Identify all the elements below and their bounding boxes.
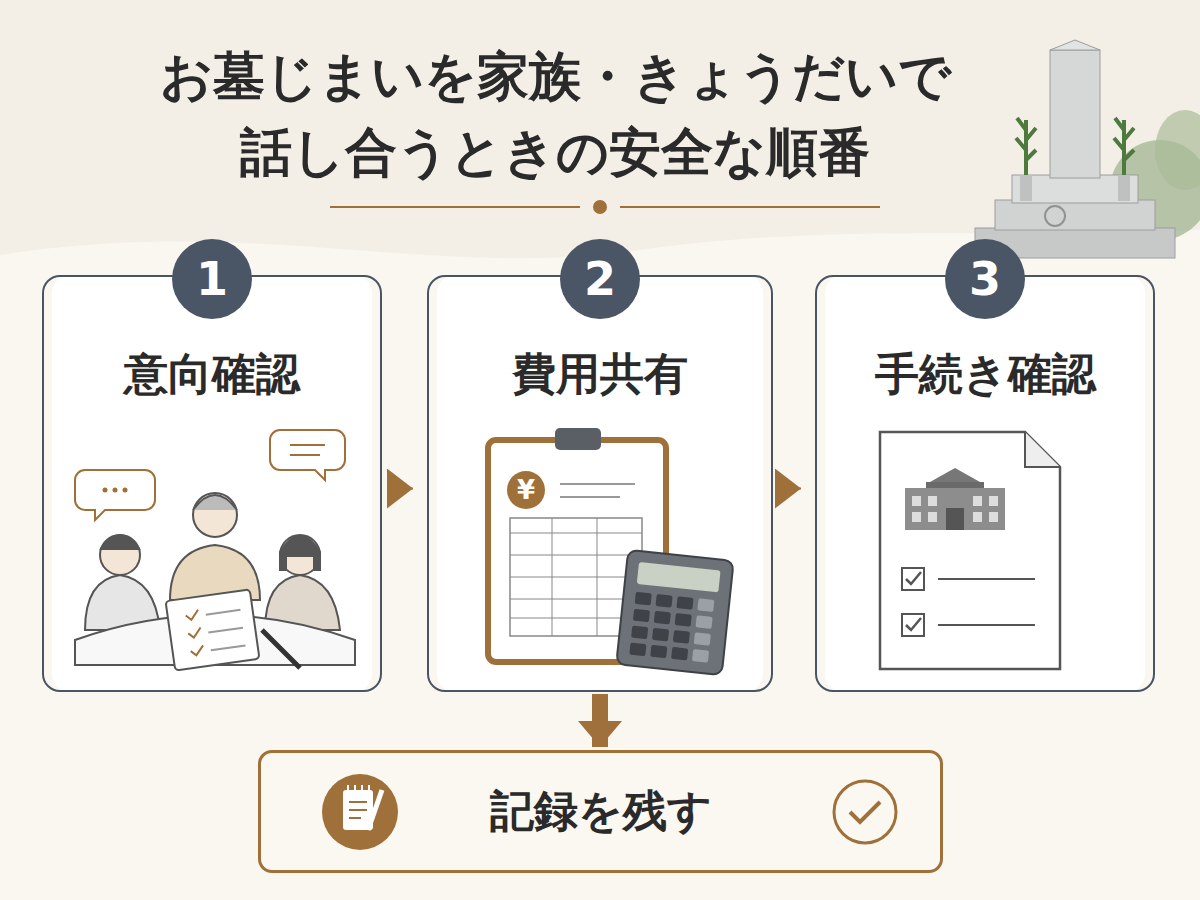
diagram-title: お墓じまいを家族・きょうだいで 話し合うときの安全な順番 [135, 38, 975, 190]
step-heading: 費用共有 [429, 277, 771, 404]
flow-arrow [592, 694, 608, 747]
step-box: 1意向確認 [42, 275, 382, 692]
people-illustration [75, 430, 355, 671]
ground-wave [0, 230, 1200, 900]
flow-arrow [402, 488, 413, 490]
result-box: 記録を残す [258, 750, 943, 873]
budget-illustration [488, 428, 734, 675]
step-heading: 手続き確認 [817, 277, 1153, 404]
grave-illustration [975, 40, 1200, 258]
step-number: 1 [172, 239, 252, 319]
flow-arrow [793, 488, 801, 490]
step-box: 2費用共有 [427, 275, 773, 692]
step-heading: 記録を残す [490, 782, 712, 841]
step-number: 3 [945, 239, 1025, 319]
record-icons [322, 774, 896, 850]
step-heading: 意向確認 [44, 277, 380, 404]
title-divider [330, 200, 880, 214]
currency-mark: ¥ [506, 473, 546, 507]
step-number: 2 [560, 239, 640, 319]
step-box: 3手続き確認 [815, 275, 1155, 692]
procedure-illustration [880, 432, 1060, 669]
